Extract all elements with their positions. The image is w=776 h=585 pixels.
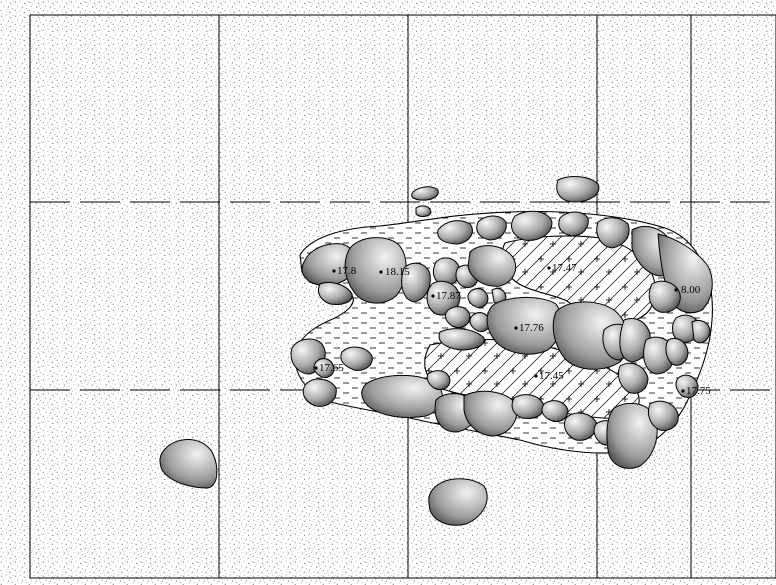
rock [313, 358, 335, 379]
rock [511, 210, 553, 241]
rock [438, 328, 485, 351]
rock [563, 412, 597, 441]
rock [675, 374, 699, 399]
rock [469, 312, 491, 333]
rock [467, 288, 489, 309]
elevation-label: 17.45 [539, 370, 564, 382]
rocks [159, 176, 713, 526]
rock [159, 439, 218, 489]
elevation-point: 17.8 [332, 265, 357, 277]
elevation-label: 17.8 [337, 265, 357, 277]
rock [467, 245, 516, 287]
rock [617, 362, 649, 394]
elevation-label: 18.15 [385, 266, 410, 278]
rock [415, 205, 432, 217]
rock [606, 402, 658, 469]
rock [648, 280, 681, 313]
elevation-point: 17.65 [314, 362, 344, 374]
rock [691, 319, 711, 344]
rock [340, 346, 373, 371]
elevation-label: 17.75 [686, 385, 711, 397]
rock [665, 338, 689, 366]
elevation-label: 8.00 [681, 284, 701, 296]
rock [463, 390, 518, 437]
rock [302, 378, 337, 407]
rock [426, 370, 451, 391]
rock [317, 281, 353, 305]
elevation-markers: 17.8 18.15 17.87 17.47 17.76 8.00 17.65 [314, 262, 711, 397]
rock [411, 186, 439, 201]
rock [486, 296, 563, 355]
elevation-point: 17.75 [681, 385, 711, 397]
elevation-point: 17.76 [514, 322, 544, 334]
rock [541, 400, 569, 423]
elevation-point: 17.87 [431, 290, 461, 302]
elevation-label: 17.65 [319, 362, 344, 374]
elevation-label: 17.47 [552, 262, 577, 274]
rock [361, 374, 443, 419]
rock [556, 176, 600, 203]
elevation-label: 17.87 [436, 290, 461, 302]
elevation-point: 18.15 [379, 266, 410, 278]
elevation-point: 17.47 [547, 262, 577, 274]
rock [558, 211, 589, 237]
rock [511, 394, 545, 419]
rock [432, 257, 461, 286]
rock [476, 215, 507, 241]
elevation-point: 17.45 [534, 370, 564, 382]
rock [344, 237, 407, 304]
rock [437, 220, 473, 245]
rock [401, 262, 431, 303]
rock [444, 306, 471, 329]
elevation-point: 8.00 [674, 284, 701, 296]
rock [596, 217, 630, 249]
rock [428, 478, 488, 526]
rock [647, 400, 679, 431]
elevation-label: 17.76 [519, 322, 544, 334]
